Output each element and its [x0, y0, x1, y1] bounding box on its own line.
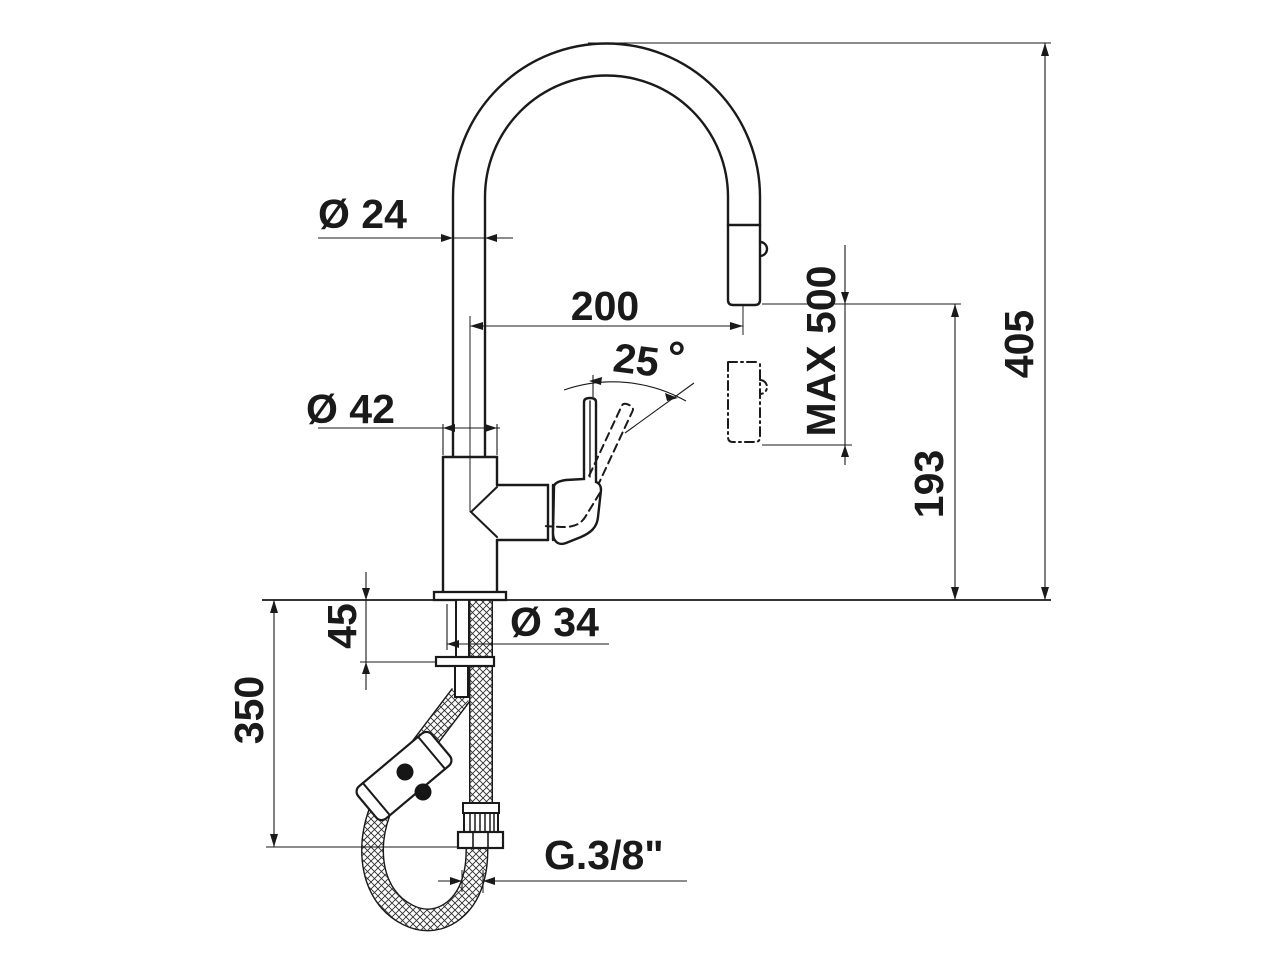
dimension-labels: Ø 24 200 25 ° Ø 42 MAX 500 193 405 45 Ø … [226, 191, 1042, 878]
dim-label-connection-thread: G.3/8" [544, 832, 664, 878]
hose-end-fitting [456, 802, 505, 850]
counterweight-bolt [396, 763, 414, 781]
dim-label-deck-thickness: 45 [319, 603, 365, 649]
spray-head [726, 223, 769, 307]
dim-arc-handle-angle [563, 381, 687, 402]
dim-label-hose-length: 350 [226, 676, 272, 744]
dim-label-spout-reach: 200 [571, 283, 639, 329]
dimension-lines [266, 42, 1051, 893]
dim-label-degree-symbol: ° [668, 333, 686, 382]
spray-button [758, 240, 769, 258]
dim-label-hose-extension: MAX 500 [798, 266, 844, 437]
dim-label-hole-diameter: Ø 34 [510, 599, 599, 645]
dimension-arrows [270, 43, 1049, 885]
counterweight [355, 730, 453, 822]
hose-collar [462, 802, 500, 814]
hose-hex-nut [456, 830, 505, 850]
dim-label-handle-angle: 25 [611, 334, 662, 385]
handle-lever [551, 396, 603, 546]
faucet-body [441, 455, 555, 594]
hose-corrugation [463, 812, 499, 833]
dim-label-body-diameter: Ø 42 [306, 386, 395, 432]
mounting-nut-plate [434, 655, 496, 668]
handle-lever-rotated [544, 402, 634, 529]
counterweight-bolt [414, 783, 432, 801]
base-flange [432, 590, 508, 602]
below-deck-assembly [355, 600, 505, 932]
spout-arch [451, 42, 762, 459]
dim-label-outlet-height: 193 [906, 450, 952, 518]
centerlines [469, 306, 744, 512]
dim-label-total-height: 405 [996, 310, 1042, 378]
mounting-shank [434, 600, 496, 698]
spray-head-extended [727, 361, 768, 443]
shank-stub [454, 665, 469, 698]
dim-label-spout-diameter: Ø 24 [318, 191, 407, 237]
